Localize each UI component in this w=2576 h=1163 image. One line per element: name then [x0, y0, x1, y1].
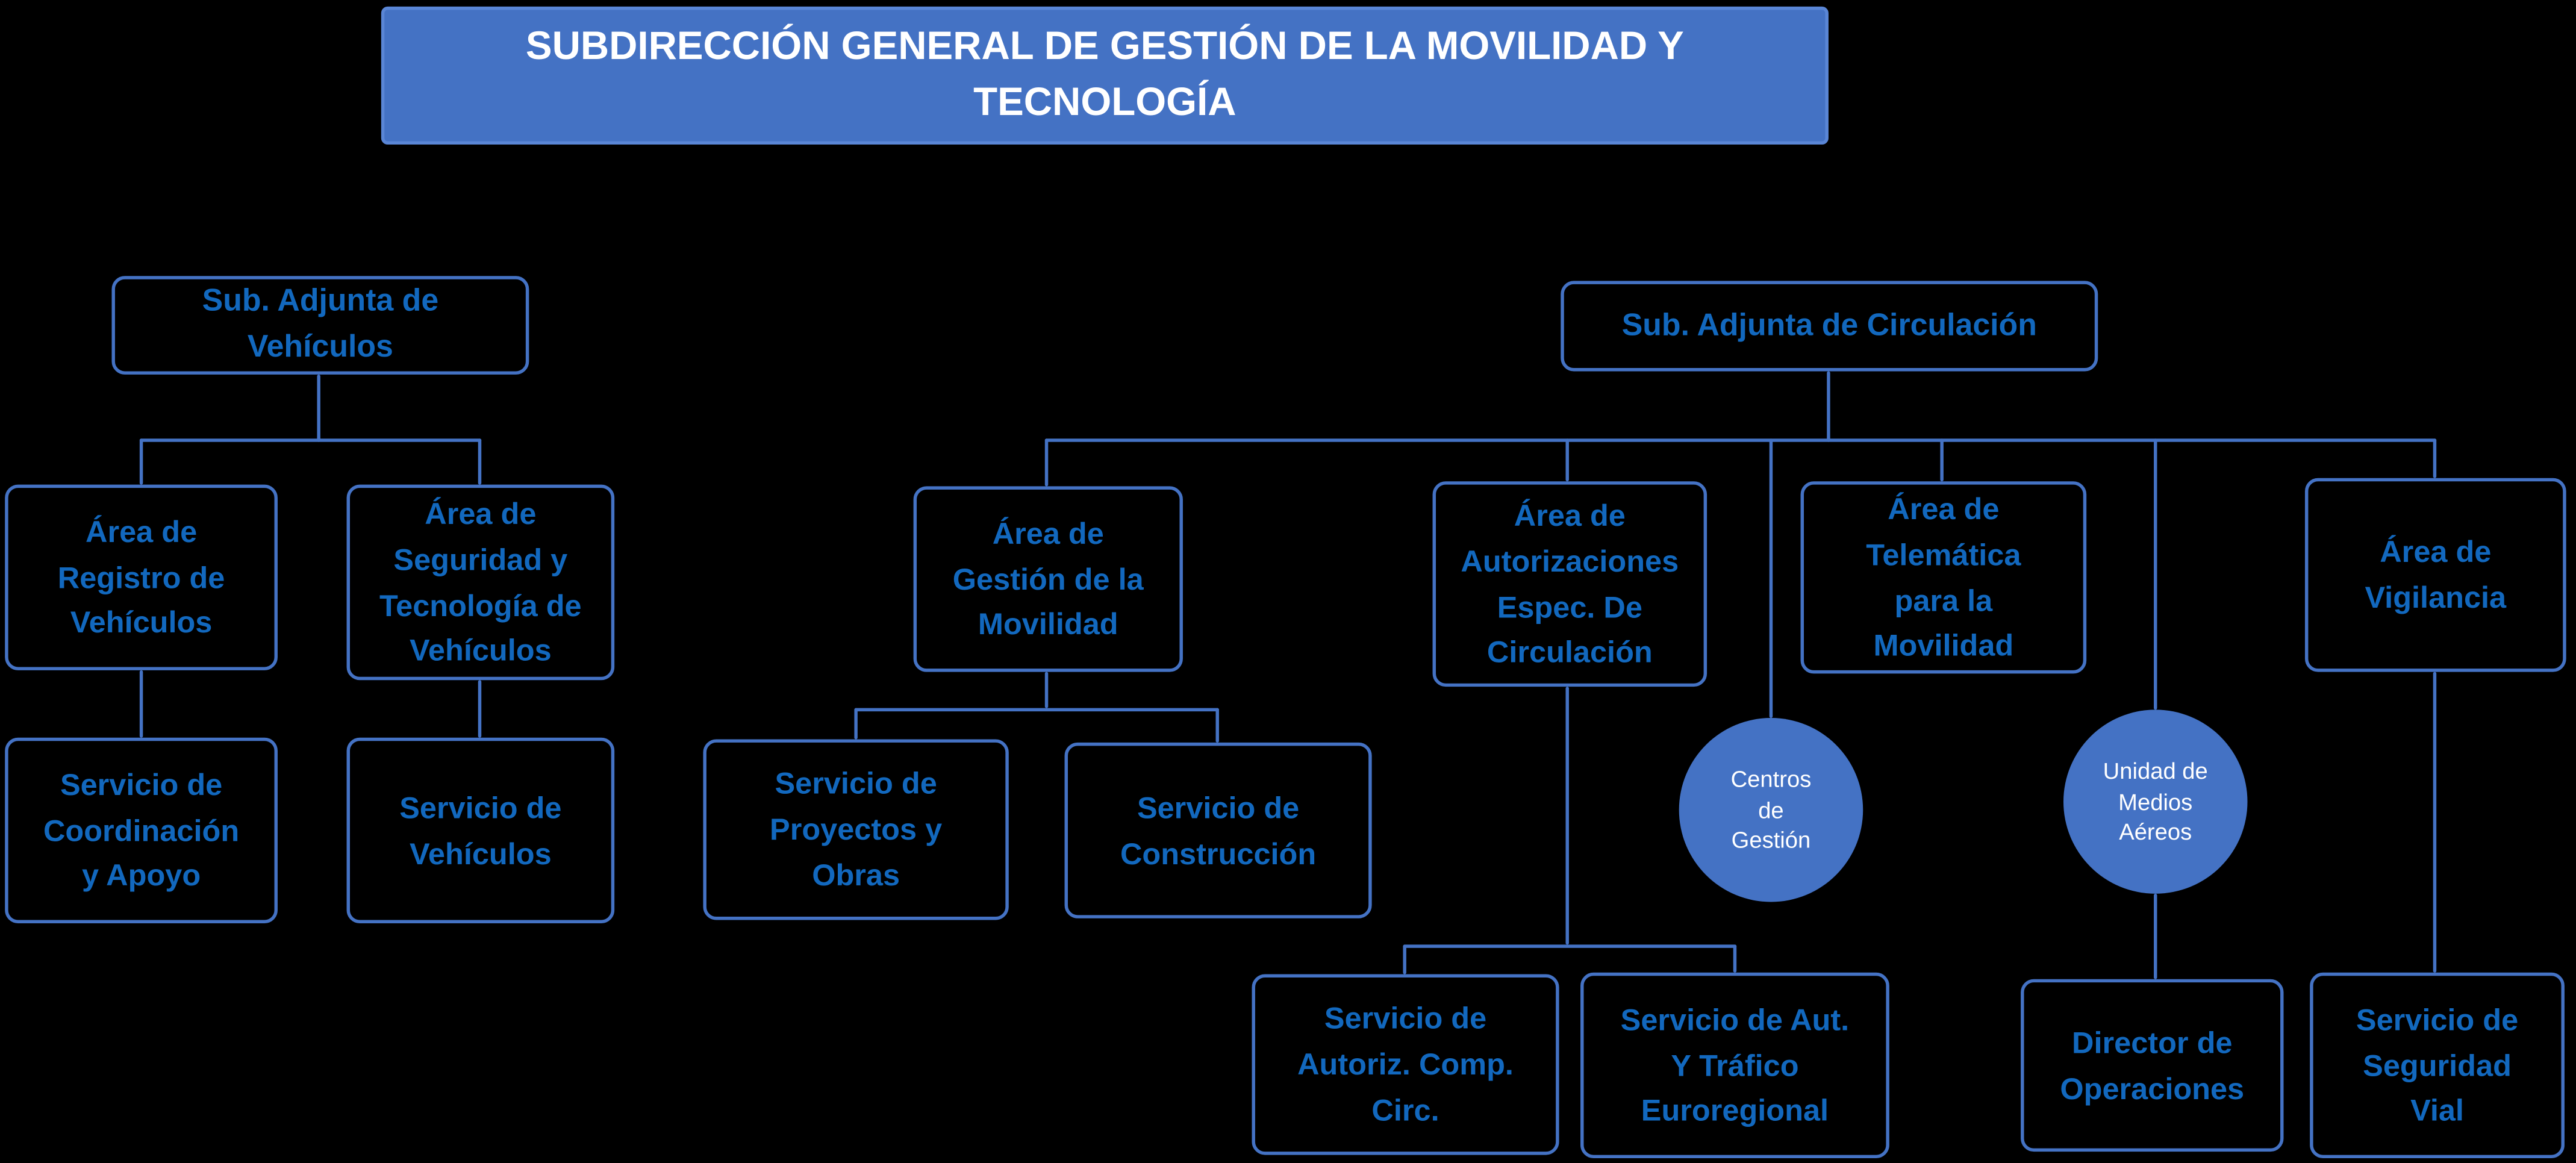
- node-label: Servicio de Aut. Y Tráfico Euroregional: [1620, 1002, 1850, 1128]
- node-label: Unidad de Medios Aéreos: [2103, 756, 2208, 846]
- node-servicio-seguridad-vial: Servicio de Seguridad Vial: [2310, 972, 2565, 1159]
- node-area-telematica: Área de Telemática para la Movilidad: [1800, 481, 2087, 674]
- node-label: Centros de Gestión: [1730, 765, 1812, 853]
- node-label: Área de Gestión de la Movilidad: [952, 516, 1144, 641]
- connector-left-rail: [139, 438, 482, 442]
- connector-drop-vigilancia: [2433, 438, 2437, 478]
- node-sub-adjunta-circulacion: Sub. Adjunta de Circulación: [1561, 281, 2098, 372]
- connector-drop-construccion: [1215, 708, 1219, 743]
- node-label: Servicio de Construcción: [1120, 790, 1317, 870]
- node-label: Área de Autorizaciones Espec. De Circula…: [1461, 497, 1679, 669]
- org-chart-title-banner: SUBDIRECCIÓN GENERAL DE GESTIÓN DE LA MO…: [381, 6, 1829, 145]
- node-label: Servicio de Seguridad Vial: [2356, 1002, 2519, 1128]
- connector-drop-seguridad: [478, 438, 482, 485]
- node-director-operaciones: Director de Operaciones: [2021, 979, 2284, 1152]
- node-area-registro-vehiculos: Área de Registro de Vehículos: [5, 484, 278, 670]
- org-chart-title: SUBDIRECCIÓN GENERAL DE GESTIÓN DE LA MO…: [525, 24, 1684, 125]
- connector-drop-gestion: [1044, 438, 1049, 487]
- node-servicio-proyectos-obras: Servicio de Proyectos y Obras: [703, 739, 1009, 920]
- connector-vigilancia-seguridadvial: [2433, 672, 2437, 973]
- connector-drop-registro: [139, 438, 143, 485]
- connector-drop-proyectos: [854, 708, 858, 740]
- node-label: Servicio de Autoriz. Comp. Circ.: [1297, 1001, 1514, 1127]
- connector-registro-coordinacion: [139, 670, 143, 738]
- connector-sub-circulacion-stem: [1827, 371, 1830, 442]
- connector-seguridad-servvehiculos: [478, 680, 482, 738]
- node-servicio-coordinacion-apoyo: Servicio de Coordinación y Apoyo: [5, 737, 278, 923]
- node-servicio-construccion: Servicio de Construcción: [1064, 742, 1372, 918]
- node-label: Servicio de Proyectos y Obras: [770, 766, 943, 892]
- node-unidad-medios-aereos: Unidad de Medios Aéreos: [2063, 709, 2248, 894]
- node-label: Servicio de Coordinación y Apoyo: [43, 767, 240, 893]
- node-label: Servicio de Vehículos: [399, 790, 562, 870]
- node-area-seguridad-tecnologia: Área de Seguridad y Tecnología de Vehícu…: [346, 484, 615, 681]
- connector-medios-director: [2154, 893, 2157, 979]
- connector-gestion-rail: [854, 708, 1219, 712]
- node-label: Director de Operaciones: [2060, 1024, 2245, 1105]
- node-area-vigilancia: Área de Vigilancia: [2304, 478, 2566, 672]
- node-label: Área de Vigilancia: [2365, 534, 2507, 615]
- node-servicio-vehiculos: Servicio de Vehículos: [346, 737, 615, 923]
- connector-drop-telematica: [1940, 438, 1944, 482]
- connector-drop-centros-gestion: [1769, 438, 1773, 719]
- connector-drop-autorizaciones: [1565, 438, 1569, 482]
- connector-drop-aut-trafico: [1733, 944, 1737, 973]
- connector-autorizaciones-rail: [1403, 944, 1737, 948]
- node-area-gestion-movilidad: Área de Gestión de la Movilidad: [913, 486, 1183, 672]
- node-servicio-aut-trafico-euroregional: Servicio de Aut. Y Tráfico Euroregional: [1580, 972, 1889, 1159]
- connector-drop-autoriz-comp: [1403, 944, 1406, 974]
- node-sub-adjunta-vehiculos: Sub. Adjunta de Vehículos: [111, 276, 529, 375]
- node-label: Sub. Adjunta de Circulación: [1621, 308, 2037, 343]
- node-area-autorizaciones: Área de Autorizaciones Espec. De Circula…: [1432, 481, 1707, 687]
- node-label: Área de Telemática para la Movilidad: [1866, 491, 2021, 663]
- node-label: Sub. Adjunta de Vehículos: [202, 285, 439, 365]
- node-servicio-autoriz-comp-circ: Servicio de Autoriz. Comp. Circ.: [1252, 974, 1559, 1155]
- node-centros-de-gestion: Centros de Gestión: [1679, 718, 1863, 902]
- connector-right-rail: [1044, 438, 2437, 442]
- node-label: Área de Registro de Vehículos: [57, 514, 225, 640]
- connector-drop-unidad-medios: [2154, 438, 2157, 710]
- node-label: Área de Seguridad y Tecnología de Vehícu…: [379, 496, 582, 668]
- connector-autorizaciones-stem: [1565, 687, 1569, 945]
- connector-gestion-stem: [1044, 672, 1049, 708]
- connector-sub-vehiculos-stem: [317, 374, 320, 442]
